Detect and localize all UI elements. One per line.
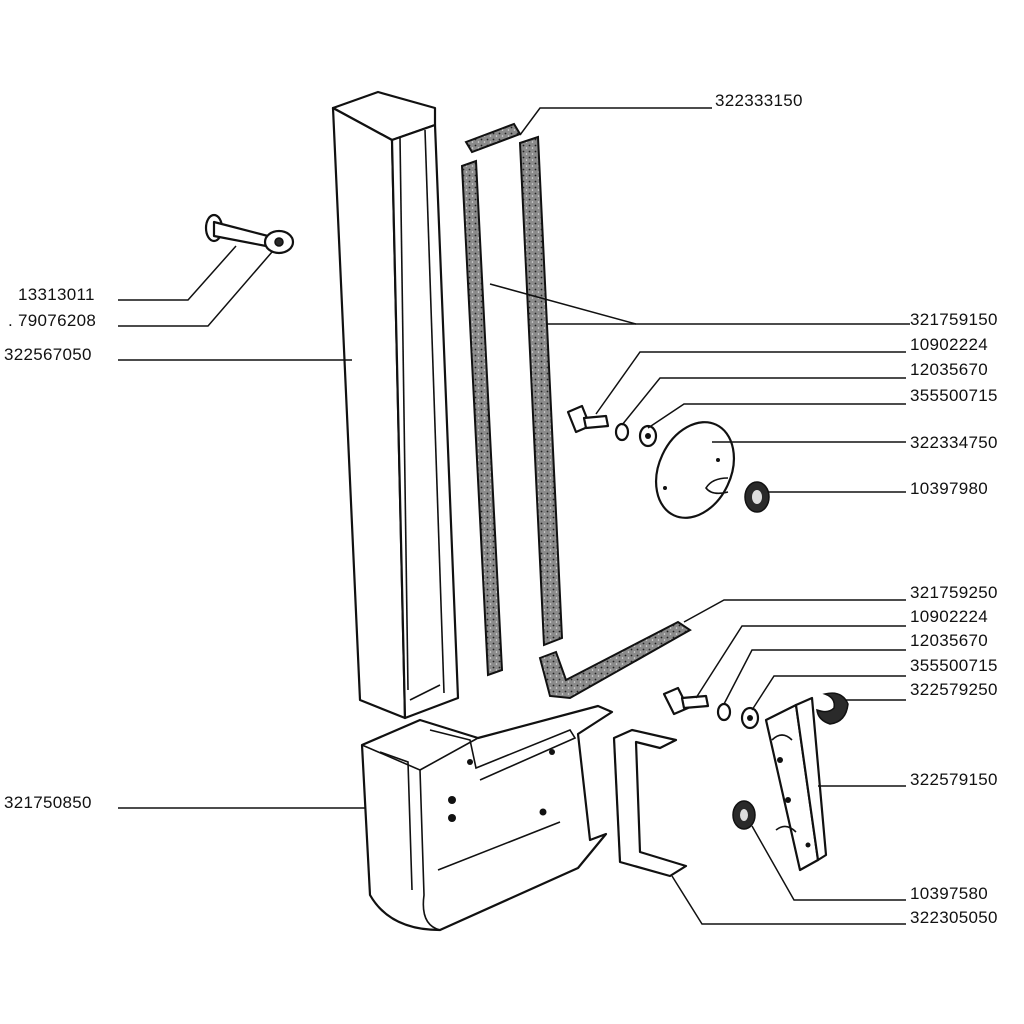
- label-322333150: 322333150: [715, 91, 803, 110]
- label-12035670-upper: 12035670: [910, 360, 988, 379]
- label-322579150: 322579150: [910, 770, 998, 789]
- vertical-seal-strips: [460, 135, 564, 677]
- l-shaped-seal-strip: [538, 620, 692, 700]
- label-322567050: 322567050: [4, 345, 92, 364]
- label-13313011: 13313011: [18, 285, 95, 304]
- label-321750850: 321750850: [4, 793, 92, 812]
- label-355500715-lower: 355500715: [910, 656, 998, 675]
- label-322334750: 322334750: [910, 433, 998, 452]
- label-322579250: 322579250: [910, 680, 998, 699]
- label-79076208: . 79076208: [8, 311, 96, 330]
- label-10902224-upper: 10902224: [910, 335, 988, 354]
- label-321759150: 321759150: [910, 310, 998, 329]
- label-355500715-upper: 355500715: [910, 386, 998, 405]
- label-12035670-lower: 12035670: [910, 631, 988, 650]
- vertical-channel-column: [331, 90, 460, 720]
- upper-hardware: [566, 404, 770, 519]
- bottom-base-housing: [360, 704, 614, 932]
- label-321759250: 321759250: [910, 583, 998, 602]
- lower-hardware: [662, 686, 849, 730]
- label-10902224-lower: 10902224: [910, 607, 988, 626]
- leader-lines: [118, 107, 910, 925]
- label-10397580: 10397580: [910, 884, 988, 903]
- label-10397980: 10397980: [910, 479, 988, 498]
- top-seal-strip: [464, 122, 522, 154]
- latch-bracket: [732, 696, 828, 872]
- bent-strap-bracket: [612, 728, 688, 878]
- label-322305050: 322305050: [910, 908, 998, 927]
- pin-and-washer: [204, 213, 295, 255]
- part-labels: 322333150 13313011 . 79076208 322567050 …: [4, 91, 998, 927]
